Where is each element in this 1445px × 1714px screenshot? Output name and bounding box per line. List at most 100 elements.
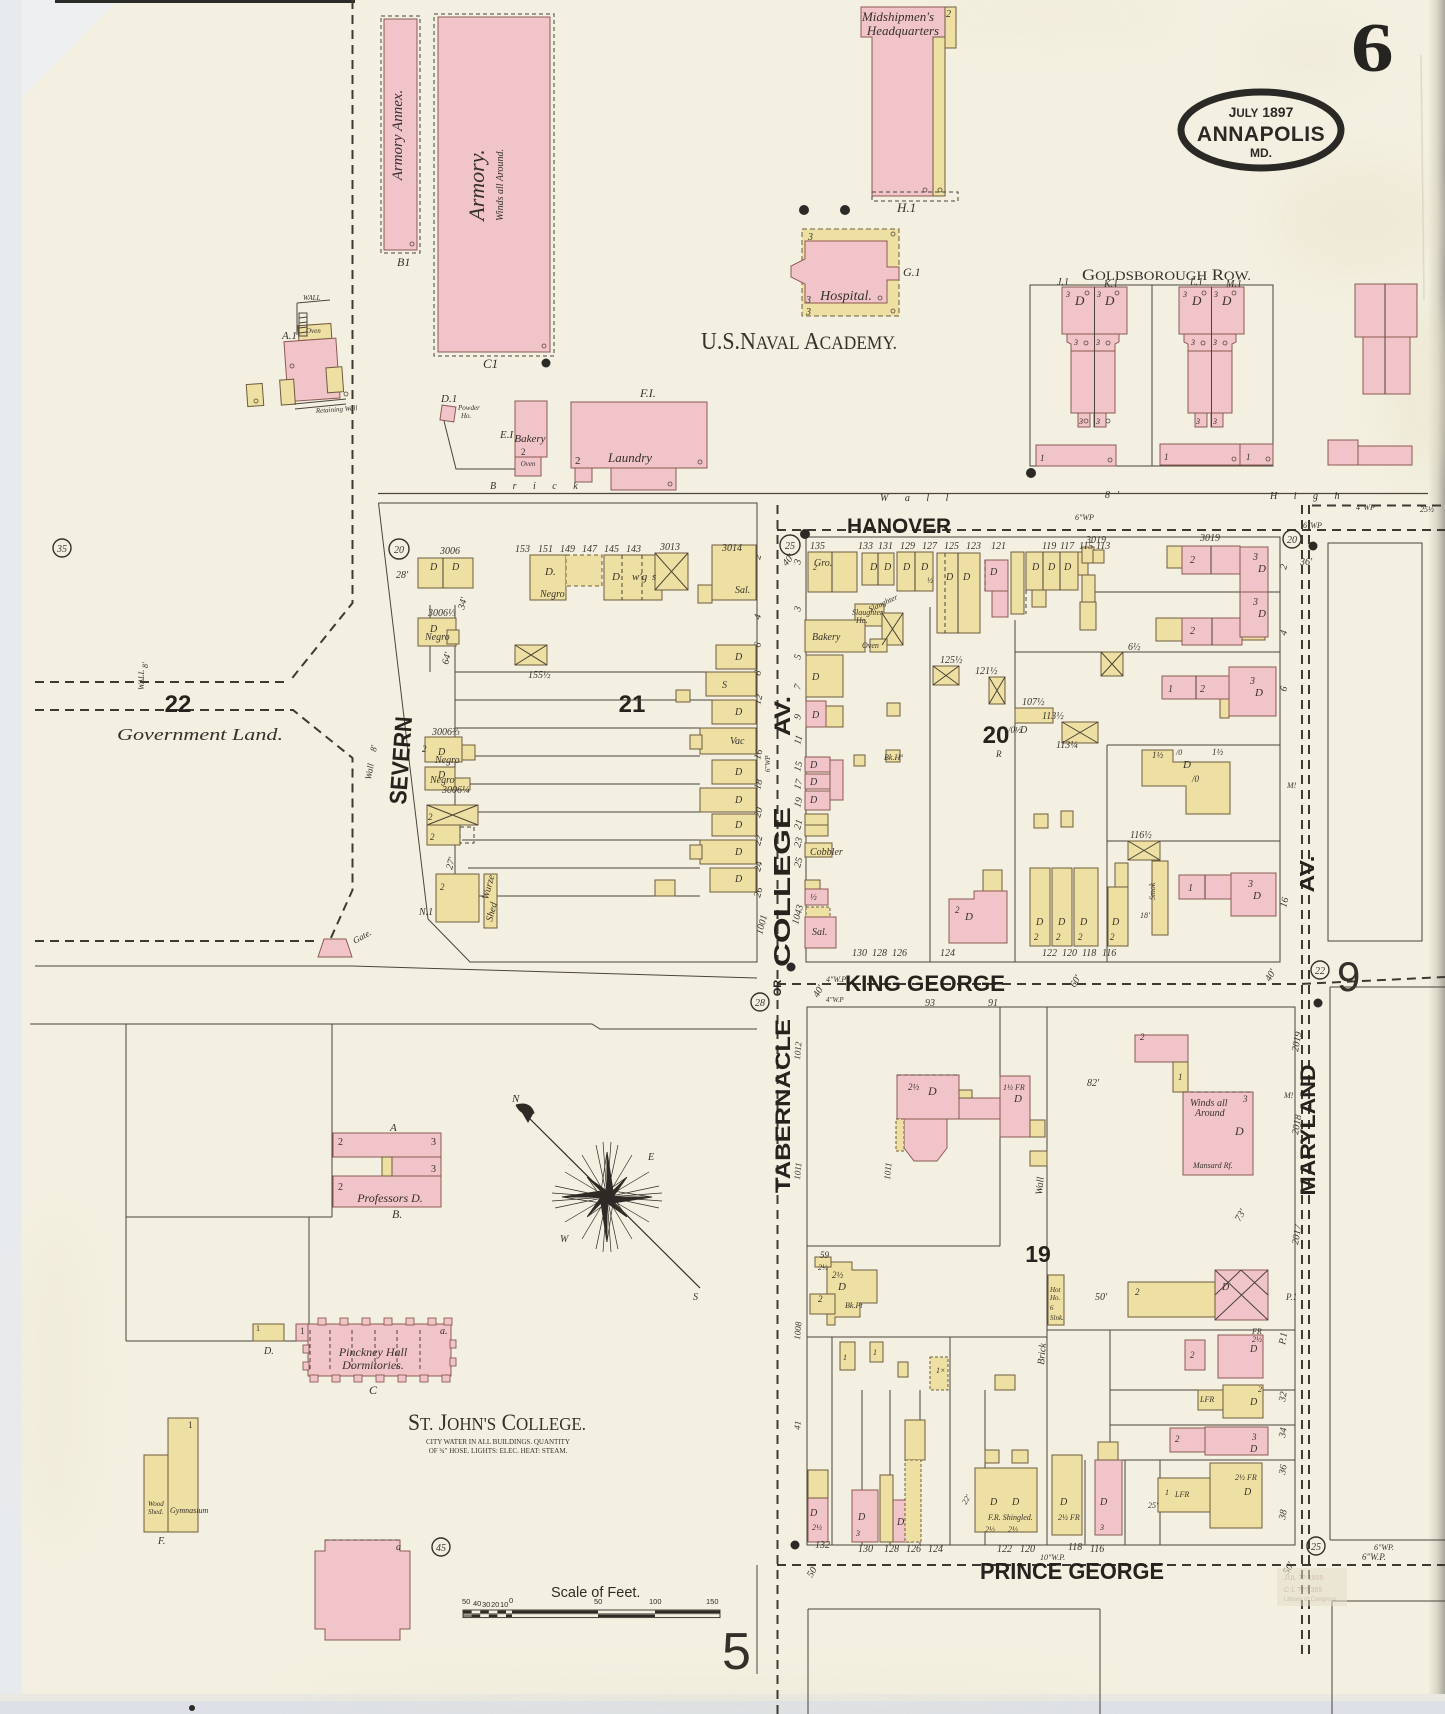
svg-text:3: 3 bbox=[1213, 290, 1218, 299]
svg-text:8: 8 bbox=[752, 669, 764, 677]
svg-text:4: 4 bbox=[752, 613, 764, 621]
svg-text:6"WP: 6"WP bbox=[1303, 521, 1322, 530]
svg-text:Library of Congress: Library of Congress bbox=[1284, 1597, 1336, 1603]
svg-text:3006⅔: 3006⅔ bbox=[431, 727, 460, 738]
svg-text:20: 20 bbox=[983, 722, 1010, 749]
svg-text:25: 25 bbox=[785, 541, 795, 552]
svg-text:3: 3 bbox=[1073, 338, 1078, 347]
svg-text:AV.: AV. bbox=[770, 696, 795, 736]
svg-text:2: 2 bbox=[1200, 684, 1205, 695]
svg-text:KING GEORGE: KING GEORGE bbox=[845, 971, 1005, 996]
svg-text:D: D bbox=[811, 672, 820, 683]
svg-text:3: 3 bbox=[1095, 338, 1100, 347]
svg-text:/0½: /0½ bbox=[1007, 725, 1022, 735]
svg-text:8': 8' bbox=[1105, 490, 1126, 501]
svg-text:50: 50 bbox=[594, 1597, 602, 1606]
svg-text:Retaining Wall: Retaining Wall bbox=[315, 404, 358, 415]
svg-text:30: 30 bbox=[482, 1600, 490, 1609]
svg-text:20: 20 bbox=[491, 1600, 499, 1609]
svg-text:D.: D. bbox=[544, 566, 556, 578]
svg-text:Sal.: Sal. bbox=[812, 927, 827, 938]
svg-text:16: 16 bbox=[1278, 896, 1291, 909]
svg-text:D: D bbox=[1104, 293, 1115, 308]
svg-text:3013: 3013 bbox=[659, 542, 680, 553]
svg-text:D: D bbox=[1249, 1397, 1258, 1408]
svg-text:Ho.: Ho. bbox=[1049, 1294, 1061, 1302]
svg-text:93: 93 bbox=[925, 998, 935, 1009]
svg-text:1: 1 bbox=[1188, 883, 1193, 894]
svg-text:0: 0 bbox=[509, 1596, 513, 1605]
svg-text:3: 3 bbox=[1249, 676, 1255, 687]
svg-text:D: D bbox=[1252, 890, 1261, 902]
svg-text:Bakery: Bakery bbox=[812, 632, 841, 643]
svg-text:3: 3 bbox=[1252, 552, 1258, 563]
svg-text:10: 10 bbox=[500, 1600, 508, 1609]
svg-text:25: 25 bbox=[1311, 1542, 1321, 1553]
svg-text:Gro.: Gro. bbox=[814, 558, 832, 569]
svg-text:6"WP: 6"WP bbox=[1075, 513, 1094, 522]
svg-text:1: 1 bbox=[300, 1326, 305, 1336]
svg-text:D: D bbox=[1063, 562, 1072, 573]
svg-text:1: 1 bbox=[873, 1348, 877, 1357]
svg-text:118: 118 bbox=[1068, 1542, 1082, 1553]
svg-text:TABERNACLE: TABERNACLE bbox=[772, 1019, 795, 1193]
svg-text:D: D bbox=[902, 562, 911, 573]
svg-text:4"WP: 4"WP bbox=[1356, 503, 1375, 512]
svg-text:D: D bbox=[809, 795, 818, 806]
svg-text:3: 3 bbox=[1190, 338, 1195, 347]
svg-text:Government Land.: Government Land. bbox=[117, 725, 283, 744]
svg-text:9: 9 bbox=[792, 713, 804, 721]
svg-text:2017: 2017 bbox=[1290, 1223, 1304, 1246]
svg-text:2½: 2½ bbox=[812, 1523, 822, 1532]
svg-text:1012: 1012 bbox=[792, 1041, 804, 1060]
svg-text:Negro: Negro bbox=[434, 755, 460, 766]
svg-text:2: 2 bbox=[818, 1294, 823, 1304]
svg-text:D: D bbox=[989, 1497, 998, 1508]
svg-text:R: R bbox=[995, 749, 1002, 759]
svg-text:Hot: Hot bbox=[1049, 1286, 1062, 1294]
svg-text:6: 6 bbox=[1050, 1304, 1054, 1312]
svg-text:Winds all Around.: Winds all Around. bbox=[495, 149, 506, 221]
svg-text:D: D bbox=[437, 770, 446, 781]
svg-text:L.1: L.1 bbox=[1189, 277, 1203, 288]
svg-text:130: 130 bbox=[858, 1544, 873, 1555]
svg-text:133: 133 bbox=[858, 541, 873, 552]
svg-text:19: 19 bbox=[792, 796, 805, 809]
svg-text:6: 6 bbox=[752, 641, 764, 649]
svg-text:2: 2 bbox=[1110, 932, 1115, 942]
svg-text:120: 120 bbox=[1062, 948, 1077, 959]
svg-text:6: 6 bbox=[1278, 685, 1290, 693]
svg-text:Laundry: Laundry bbox=[607, 450, 652, 465]
svg-text:D: D bbox=[734, 767, 743, 778]
svg-text:3: 3 bbox=[792, 558, 804, 567]
svg-text:2: 2 bbox=[1034, 932, 1039, 942]
svg-text:1×: 1× bbox=[936, 1366, 945, 1375]
svg-text:D: D bbox=[734, 652, 743, 663]
svg-text:3: 3 bbox=[1212, 417, 1217, 426]
svg-text:15: 15 bbox=[792, 760, 805, 773]
svg-text:2: 2 bbox=[813, 563, 817, 572]
svg-text:D: D bbox=[734, 795, 743, 806]
svg-text:2: 2 bbox=[422, 744, 427, 754]
svg-text:D: D bbox=[1013, 1093, 1022, 1105]
svg-text:Shed.: Shed. bbox=[148, 1508, 164, 1516]
svg-text:1011: 1011 bbox=[882, 1162, 893, 1180]
svg-text:Wood: Wood bbox=[148, 1500, 164, 1508]
svg-text:130: 130 bbox=[852, 948, 867, 959]
svg-text:128: 128 bbox=[872, 948, 887, 959]
svg-text:135: 135 bbox=[810, 541, 825, 552]
svg-text:27': 27' bbox=[444, 855, 458, 870]
svg-text:M!: M! bbox=[1283, 1091, 1294, 1100]
svg-text:3006: 3006 bbox=[439, 546, 460, 557]
svg-text:7: 7 bbox=[792, 682, 804, 691]
svg-text:D: D bbox=[809, 777, 818, 788]
svg-text:5: 5 bbox=[792, 653, 804, 661]
svg-text:a.: a. bbox=[440, 1326, 448, 1337]
svg-text:143: 143 bbox=[626, 544, 641, 555]
svg-text:D: D bbox=[1243, 1487, 1252, 1498]
svg-text:ST. JOHN'S COLLEGE.: ST. JOHN'S COLLEGE. bbox=[408, 1410, 586, 1435]
svg-text:1: 1 bbox=[188, 1420, 193, 1430]
svg-text:3: 3 bbox=[1099, 1523, 1104, 1532]
svg-text:1½: 1½ bbox=[1212, 747, 1224, 757]
svg-text:D: D bbox=[883, 562, 892, 573]
